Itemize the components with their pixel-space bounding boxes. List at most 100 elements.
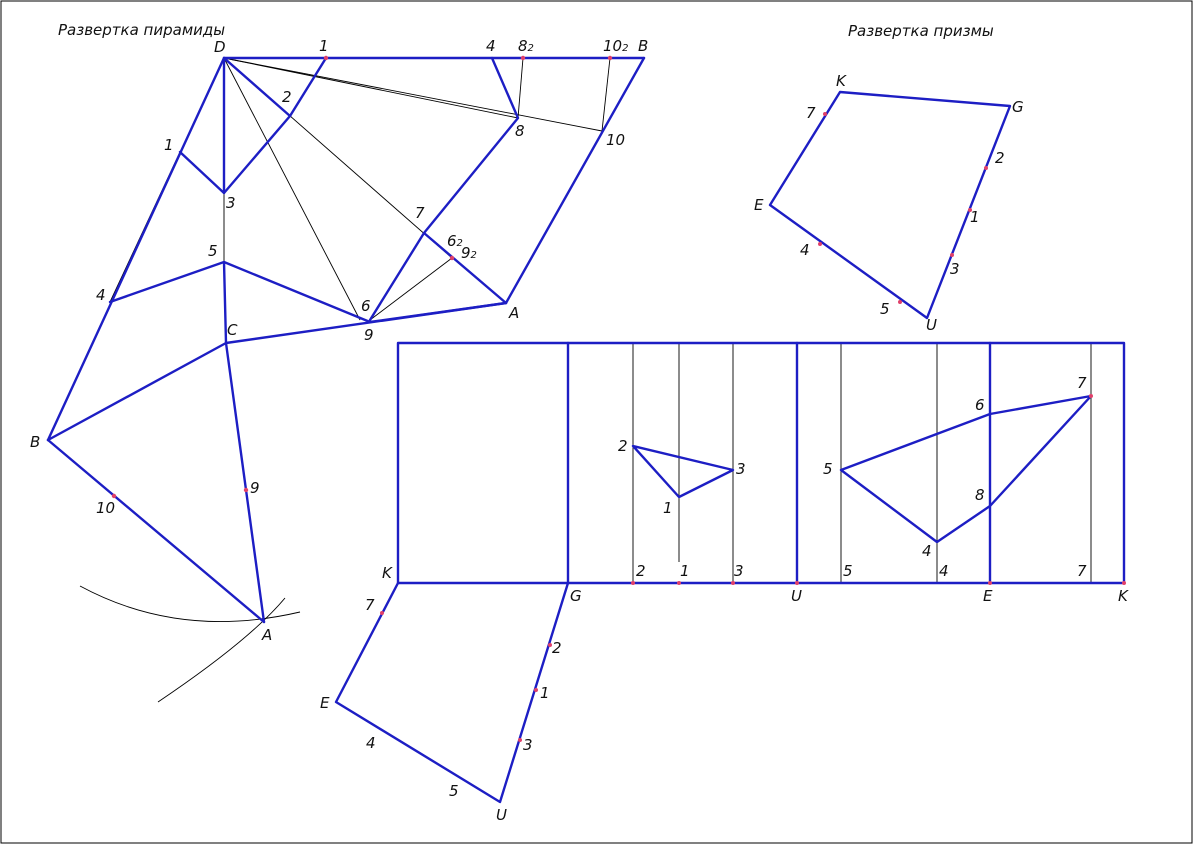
point-6s — [449, 255, 455, 261]
label-u-strip: U — [791, 587, 802, 605]
pyramid-line-10-10s — [601, 57, 611, 132]
label-e-strip: E — [983, 587, 993, 605]
point-10 — [111, 493, 117, 499]
label-3-sec: 3 — [736, 460, 746, 478]
point-k-strip — [1122, 581, 1126, 585]
label-2: 2 — [282, 88, 292, 106]
point-1-bottom — [534, 688, 538, 692]
label-k-base: K — [836, 72, 847, 90]
label-5-strip: 5 — [843, 562, 853, 580]
prism-strip-outline — [396, 341, 1126, 585]
label-7: 7 — [415, 204, 425, 222]
label-6: 6 — [361, 297, 371, 315]
point-e-strip — [988, 581, 992, 585]
point-9 — [243, 487, 249, 493]
pyramid-edge-b-a — [504, 56, 646, 305]
label-5-bottom: 5 — [449, 782, 459, 800]
section-7-a — [422, 231, 508, 305]
prism-section-polygon — [839, 394, 1093, 544]
label-4-sec: 4 — [922, 542, 932, 560]
label-4-left: 4 — [96, 286, 106, 304]
point-2-bottom — [548, 643, 552, 647]
label-6s-main: 6 — [447, 232, 457, 250]
point-10s — [607, 55, 613, 61]
label-10-right: 10 — [606, 131, 625, 149]
point-4-base — [818, 242, 822, 246]
label-10: 10 — [96, 499, 115, 517]
label-3: 3 — [226, 194, 236, 212]
label-4-top: 4 — [486, 37, 496, 55]
label-7-strip: 7 — [1077, 562, 1087, 580]
pyramid-line-d-10 — [223, 57, 603, 132]
point-1-strip — [677, 581, 681, 585]
label-u-base: U — [926, 316, 937, 334]
label-8s-sub: 2 — [528, 43, 534, 54]
point-1-base — [968, 208, 972, 212]
pyramid-edge-b-c — [46, 341, 228, 442]
section-4-5-9-a — [108, 260, 508, 324]
pyramid-line-d-6 — [223, 57, 361, 321]
point-3-bottom — [518, 738, 522, 742]
point-5-base — [898, 300, 902, 304]
point-2-strip — [631, 581, 635, 585]
section-d-2 — [222, 56, 292, 118]
pyramid-edge-5-c — [222, 260, 228, 345]
label-5-sec: 5 — [823, 460, 833, 478]
label-9s: 92 — [461, 244, 477, 262]
point-1-top — [323, 55, 329, 61]
pyramid-edge-d-b-left — [46, 56, 226, 442]
label-1-base: 1 — [970, 208, 980, 226]
prism-section-triangle — [631, 444, 735, 499]
label-8s-main: 8 — [518, 37, 528, 55]
point-3-base — [950, 253, 954, 257]
prism-development: 2 3 1 5 6 7 8 4 K G 2 1 3 U 5 4 E 7 K — [382, 341, 1129, 605]
point-7-base — [823, 112, 827, 116]
label-8s: 82 — [518, 37, 534, 55]
prism-base-polygon — [768, 90, 1012, 320]
label-4-strip: 4 — [939, 562, 949, 580]
point-2-base — [984, 166, 988, 170]
label-10s-sub: 2 — [622, 43, 628, 54]
pyramid-edge-b-a-bottom — [46, 438, 266, 624]
label-b-top: B — [638, 37, 648, 55]
label-4-bottom: 4 — [366, 734, 376, 752]
pyramid-edge-c-a — [224, 341, 266, 624]
label-2-sec: 2 — [618, 437, 628, 455]
point-8s — [520, 55, 526, 61]
point-u-strip — [795, 581, 799, 585]
pyramid-line-d-8 — [223, 57, 519, 119]
pyramid-development: Развертка пирамиды D 1 4 82 102 B 2 8 10… — [30, 21, 648, 703]
label-9s-sub: 2 — [471, 250, 477, 261]
label-8-sec: 8 — [975, 486, 985, 504]
label-a-bottom: A — [261, 626, 272, 644]
label-6s-sub: 2 — [457, 238, 463, 249]
label-e-base: E — [754, 196, 764, 214]
label-9s-main: 9 — [461, 244, 471, 262]
label-6s: 62 — [447, 232, 463, 250]
label-a-right: A — [508, 304, 519, 322]
label-1-sec: 1 — [663, 499, 673, 517]
prism-base-bottom: 7 2 1 E 3 4 5 U — [320, 581, 570, 824]
label-c: C — [227, 321, 238, 339]
prism-base-top: Развертка призмы K G 7 2 E 1 4 3 5 U — [754, 22, 1024, 334]
label-g-base: G — [1012, 98, 1024, 116]
label-k-strip-left: K — [382, 564, 393, 582]
label-g-strip: G — [570, 587, 582, 605]
label-3-bottom: 3 — [523, 736, 533, 754]
prism-title: Развертка призмы — [848, 22, 994, 40]
label-7-bottom: 7 — [365, 596, 375, 614]
label-7-sec: 7 — [1077, 374, 1087, 392]
label-1-strip: 1 — [680, 562, 690, 580]
label-7-base: 7 — [806, 104, 816, 122]
label-b-left: B — [30, 433, 40, 451]
pyramid-line-6s-9 — [369, 257, 453, 321]
label-d: D — [214, 38, 226, 56]
label-2-strip: 2 — [636, 562, 646, 580]
label-1-left: 1 — [164, 136, 174, 154]
label-3-strip: 3 — [734, 562, 744, 580]
label-e-bottom: E — [320, 694, 330, 712]
label-1-bottom: 1 — [540, 684, 550, 702]
section-9-7-8-4 — [368, 56, 520, 322]
